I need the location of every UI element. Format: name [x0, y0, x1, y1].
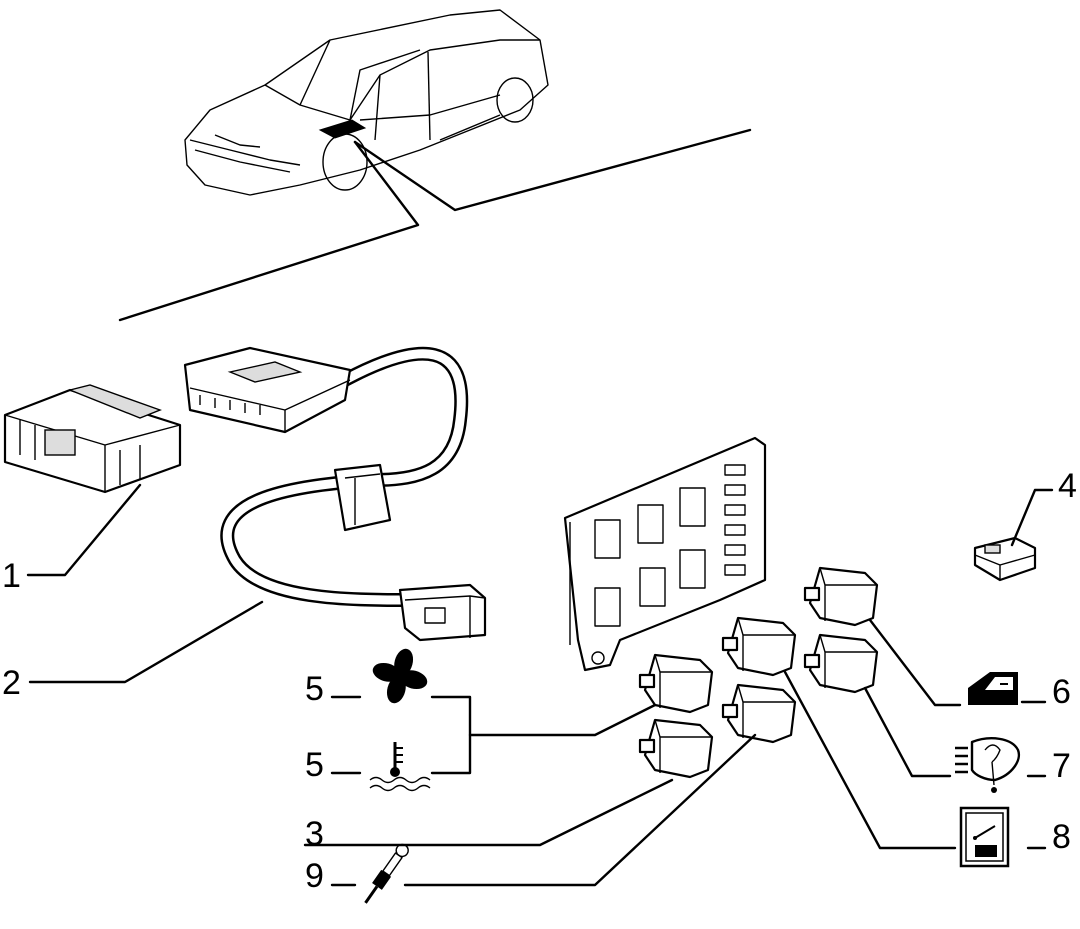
relay-c [721, 616, 797, 677]
relay-f [803, 633, 879, 694]
relay-d [721, 683, 797, 744]
callout-3: 3 [305, 815, 324, 853]
callout-7: 7 [1052, 747, 1071, 785]
callout-5b: 5 [305, 746, 324, 784]
leader-car-left [118, 140, 420, 322]
relay-a [638, 653, 714, 714]
leader-part-2 [28, 600, 264, 684]
switch-panel-icon [959, 806, 1010, 868]
part-4-fuse [973, 536, 1037, 582]
leader-part-8 [783, 670, 957, 850]
fuse-box-location-marker [318, 119, 367, 139]
relay-b [638, 718, 714, 779]
relay-mounting-plate [563, 436, 767, 672]
bracket-5 [430, 695, 472, 775]
callout-8: 8 [1052, 818, 1071, 856]
fan-icon [372, 648, 428, 704]
car-illustration [184, 9, 549, 196]
leader-car-right [353, 128, 752, 212]
callout-5a: 5 [305, 670, 324, 708]
callout-6: 6 [1052, 673, 1071, 711]
part-1-fuse-holder [3, 384, 182, 494]
callout-9: 9 [305, 857, 324, 895]
leader-part-5 [468, 703, 657, 737]
coolant-temperature-icon [369, 742, 431, 792]
leader-part-1 [26, 483, 142, 577]
door-icon [968, 672, 1018, 705]
callout-4: 4 [1058, 467, 1077, 505]
leader-part-9 [403, 733, 757, 887]
callout-2: 2 [2, 664, 21, 702]
part-2-wiring-harness [183, 346, 487, 642]
callout-1: 1 [2, 557, 21, 595]
leader-part-6 [868, 618, 962, 707]
wiper-washer-icon [955, 737, 1021, 793]
leader-part-4 [1010, 488, 1054, 547]
relay-e [803, 566, 879, 627]
leader-part-7 [863, 686, 952, 778]
horn-icon [364, 843, 409, 904]
leader-part-3 [303, 778, 674, 847]
